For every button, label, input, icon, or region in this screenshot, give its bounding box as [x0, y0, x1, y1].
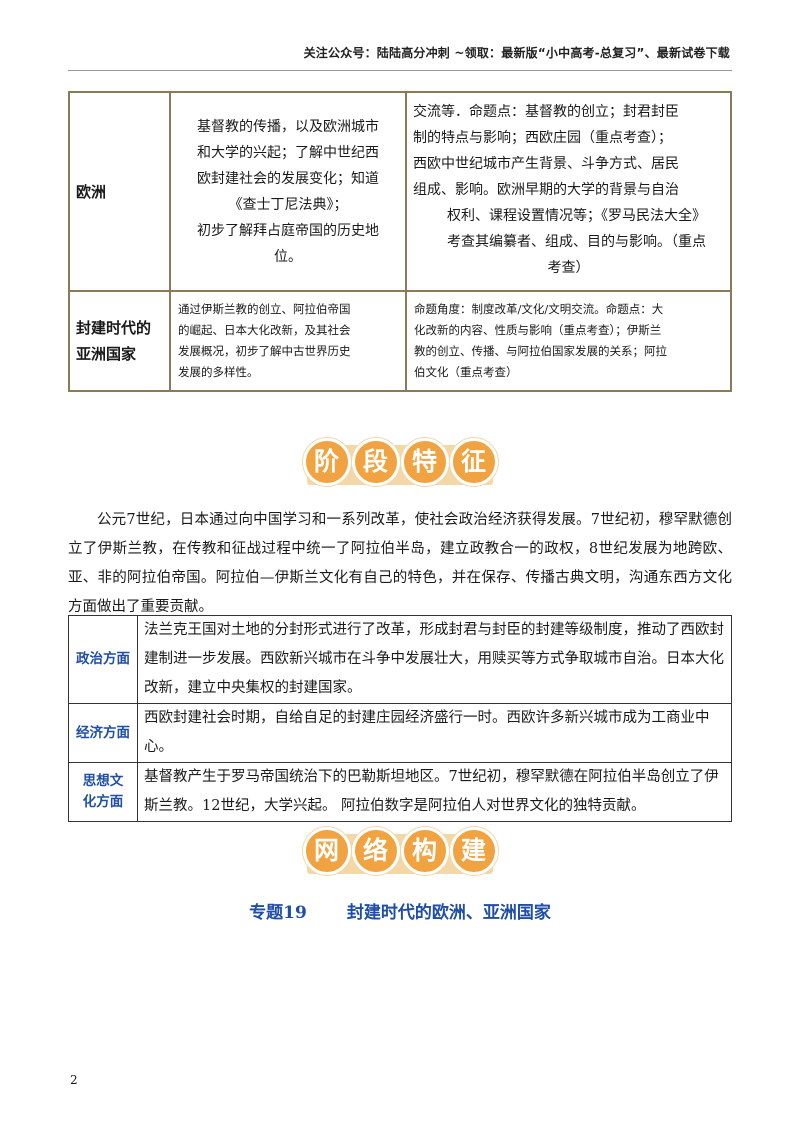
heading-char-badge: 络: [351, 827, 400, 875]
feature-text: 法兰克王国对土地的分封形式进行了改革，形成封君与封臣的封建等级制度，推动了西欧封…: [137, 615, 732, 704]
text-line: 《查士丁尼法典》；: [228, 196, 348, 213]
section-heading-stage-features: 阶 段 特 征: [0, 438, 800, 486]
heading-char-badge: 征: [449, 438, 498, 486]
text-line: 化方面: [82, 794, 124, 810]
page-number: 2: [70, 1073, 78, 1087]
text-line: 发展概况，初步了解中古世界历史: [178, 344, 351, 358]
exam-point-cell: 命题角度：制度改革/文化/文明交流。命题点：大 化改新的内容、性质与影响（重点考…: [405, 290, 732, 392]
text-line: 化改新的内容、性质与影响（重点考查）；伊斯兰: [414, 323, 662, 337]
heading-char-badge: 阶: [302, 438, 351, 486]
text-line: 通过伊斯兰教的创立、阿拉伯帝国: [178, 302, 351, 316]
requirement-cell: 基督教的传播，以及欧洲城市 和大学的兴起；了解中世纪西 欧封建社会的发展变化；知…: [169, 91, 407, 292]
text-line: 权利、课程设置情况等；《罗马民法大全》: [447, 207, 706, 224]
text-line: 基督教的传播，以及欧洲城市: [197, 118, 379, 135]
section-heading-network: 网 络 构 建: [0, 827, 800, 875]
feature-key: 政治方面: [68, 615, 138, 704]
text-line: 的崛起、日本大化改新，及其社会: [178, 323, 351, 337]
text-line: 交流等．命题点：基督教的创立；封君封臣: [413, 103, 679, 120]
text-line: 和大学的兴起；了解中世纪西: [197, 144, 379, 161]
text-line: 封建时代的: [76, 319, 152, 337]
text-line: 欧封建社会的发展变化；知道: [197, 170, 379, 187]
features-table: 政治方面 法兰克王国对土地的分封形式进行了改革，形成封君与封臣的封建等级制度，推…: [68, 615, 732, 822]
text-line: 伯文化（重点考查）: [414, 365, 518, 379]
text-line: 考查其编纂者、组成、目的与影响。（重点: [447, 233, 706, 250]
text-line: 教的创立、传播、与阿拉伯国家发展的关系；阿拉: [414, 344, 667, 358]
row-label-asia: 封建时代的 亚洲国家: [68, 290, 171, 392]
heading-char-badge: 特: [400, 438, 449, 486]
page-header: 关注公众号：陆陆高分冲刺 ~领取：最新版“小中高考-总复习”、最新试卷下载: [303, 46, 730, 60]
text-line: 亚洲国家: [76, 345, 137, 363]
table-row: 政治方面 法兰克王国对土地的分封形式进行了改革，形成封君与封臣的封建等级制度，推…: [68, 615, 732, 704]
text-line: 组成、影响。欧洲早期的大学的背景与自治: [413, 181, 679, 198]
text-line: 发展的多样性。: [178, 365, 259, 379]
topic-name: 封建时代的欧洲、亚洲国家: [346, 903, 551, 923]
heading-char-badge: 段: [351, 438, 400, 486]
exam-point-cell: 交流等．命题点：基督教的创立；封君封臣 制的特点与影响；西欧庄园（重点考查）； …: [405, 91, 732, 292]
overview-table: 欧洲 基督教的传播，以及欧洲城市 和大学的兴起；了解中世纪西 欧封建社会的发展变…: [68, 91, 732, 392]
text-line: 初步了解拜占庭帝国的历史地: [197, 222, 379, 239]
feature-text: 基督教产生于罗马帝国统治下的巴勒斯坦地区。7世纪初，穆罕默德在阿拉伯半岛创立了伊…: [137, 762, 732, 822]
feature-key: 思想文 化方面: [68, 762, 138, 822]
requirement-cell: 通过伊斯兰教的创立、阿拉伯帝国 的崛起、日本大化改新，及其社会 发展概况，初步了…: [169, 290, 407, 392]
heading-char-badge: 建: [449, 827, 498, 875]
table-row: 思想文 化方面 基督教产生于罗马帝国统治下的巴勒斯坦地区。7世纪初，穆罕默德在阿…: [68, 762, 732, 822]
heading-char-badge: 构: [400, 827, 449, 875]
table-row: 欧洲 基督教的传播，以及欧洲城市 和大学的兴起；了解中世纪西 欧封建社会的发展变…: [68, 91, 732, 292]
table-row: 封建时代的 亚洲国家 通过伊斯兰教的创立、阿拉伯帝国 的崛起、日本大化改新，及其…: [68, 290, 732, 392]
text-line: 考查）: [547, 259, 590, 276]
text-line: 思想文: [82, 773, 124, 789]
table-row: 经济方面 西欧封建社会时期，自给自足的封建庄园经济盛行一时。西欧许多新兴城市成为…: [68, 703, 732, 763]
text-line: 命题角度：制度改革/文化/文明交流。命题点：大: [414, 302, 664, 316]
text-line: 位。: [274, 248, 302, 265]
text-line: 西欧中世纪城市产生背景、斗争方式、居民: [413, 155, 679, 172]
text-line: 制的特点与影响；西欧庄园（重点考查）；: [413, 129, 672, 146]
intro-paragraph: 公元7世纪，日本通过向中国学习和一系列改革，使社会政治经济获得发展。7世纪初，穆…: [68, 512, 732, 615]
topic-number: 专题19: [249, 903, 307, 923]
header-divider: [68, 70, 732, 71]
topic-title: 专题19 封建时代的欧洲、亚洲国家: [0, 898, 800, 923]
row-label-europe: 欧洲: [68, 91, 171, 292]
heading-char-badge: 网: [302, 827, 351, 875]
feature-text: 西欧封建社会时期，自给自足的封建庄园经济盛行一时。西欧许多新兴城市成为工商业中心…: [137, 703, 732, 763]
feature-key: 经济方面: [68, 703, 138, 763]
